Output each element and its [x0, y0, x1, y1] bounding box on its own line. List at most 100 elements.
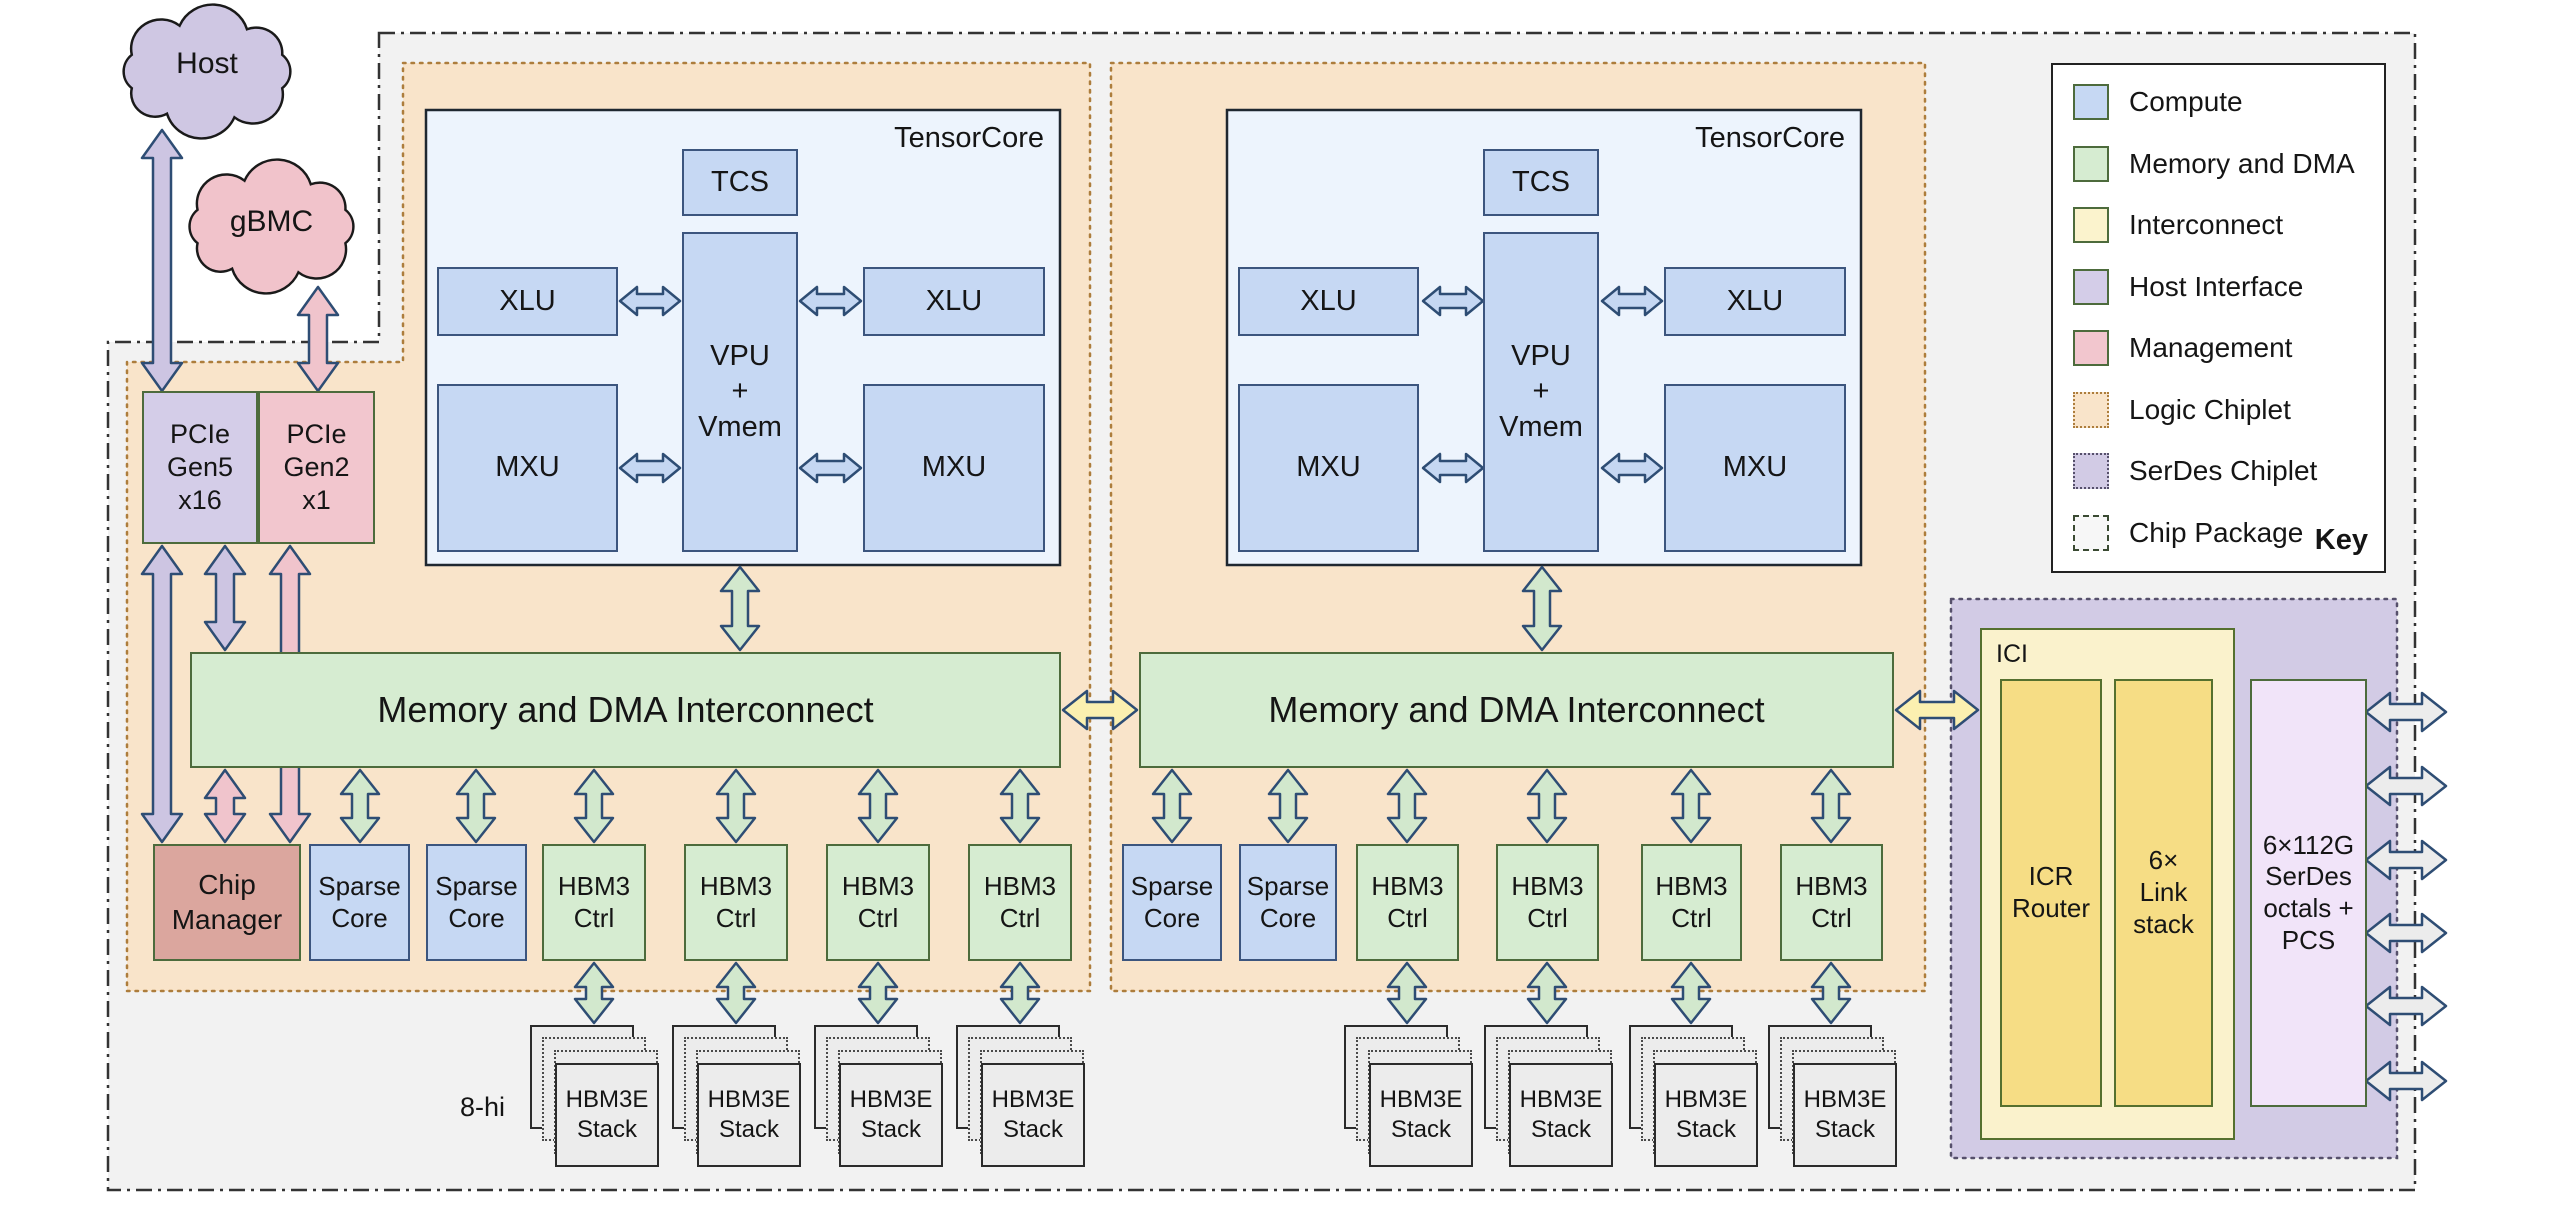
memory-dma-interconnect-1: Memory and DMA Interconnect: [190, 652, 1061, 768]
host-cloud-label: Host: [176, 47, 238, 80]
tcs-box: TCS: [682, 149, 798, 216]
arrow-vpu-mxu-icon: [798, 452, 863, 484]
sparse-core-box: Sparse Core: [309, 844, 410, 961]
xlu-box: XLU: [1238, 267, 1419, 336]
legend-item: Chip Package: [2073, 511, 2303, 555]
xlu-box: XLU: [1664, 267, 1846, 336]
hbm3-ctrl-box: HBM3 Ctrl: [968, 844, 1072, 961]
arrow-hbm-stack-icon: [573, 961, 615, 1025]
arrow-serdes-out-icon: [2364, 691, 2448, 733]
tensorcore-2: TensorCore TCS VPU + Vmem XLU XLU MXU MX…: [1227, 110, 1861, 565]
arrow-hbm-stack-icon: [1526, 961, 1568, 1025]
logic-chiplet-swatch-icon: [2073, 392, 2109, 428]
serdes-phy-box: 6×112G SerDes octals + PCS: [2250, 679, 2367, 1107]
hbm3e-stack-group: HBM3E Stack: [1768, 1025, 1900, 1171]
memory-dma-swatch-icon: [2073, 146, 2109, 182]
legend-item: Interconnect: [2073, 203, 2283, 247]
eight-hi-label: 8-hi: [459, 1092, 505, 1122]
xlu-box: XLU: [437, 267, 618, 336]
hbm3e-stack-front: HBM3E Stack: [1369, 1063, 1473, 1167]
arrow-interconnect-hbm-icon: [573, 768, 615, 844]
mxu-box: MXU: [437, 384, 618, 552]
vpu-vmem-box: VPU + Vmem: [682, 232, 798, 552]
vpu-vmem-box: VPU + Vmem: [1483, 232, 1599, 552]
arrow-serdes-out-icon: [2364, 765, 2448, 807]
arrow-vpu-xlu-icon: [1600, 285, 1664, 317]
arrow-serdes-out-icon: [2364, 985, 2448, 1027]
hbm3e-stack-front: HBM3E Stack: [1509, 1063, 1613, 1167]
arrow-interconnect-sparse-icon: [1267, 768, 1309, 844]
arrow-host-pcie-icon: [140, 128, 184, 393]
hbm3-ctrl-box: HBM3 Ctrl: [1641, 844, 1742, 961]
legend-item: Management: [2073, 326, 2292, 370]
hbm3e-stack-front: HBM3E Stack: [981, 1063, 1085, 1167]
arrow-hbm-stack-icon: [715, 961, 757, 1025]
hbm3e-stack-front: HBM3E Stack: [1654, 1063, 1758, 1167]
host-interface-swatch-icon: [2073, 269, 2109, 305]
tensorcore-1: TensorCore TCS VPU + Vmem XLU XLU MXU MX…: [426, 110, 1060, 565]
ici-label: ICI: [1996, 640, 2028, 668]
arrow-vpu-mxu-icon: [1600, 452, 1664, 484]
serdes-chiplet-swatch-icon: [2073, 453, 2109, 489]
arrow-interconnect-hbm-icon: [1386, 768, 1428, 844]
arrow-hbm-stack-icon: [1386, 961, 1428, 1025]
memory-dma-interconnect-2: Memory and DMA Interconnect: [1139, 652, 1894, 768]
pcie-gen5-box: PCIe Gen5 x16: [142, 391, 258, 544]
mxu-box: MXU: [863, 384, 1045, 552]
hbm3e-stack-group: HBM3E Stack: [672, 1025, 804, 1171]
sparse-core-box: Sparse Core: [1122, 844, 1222, 961]
arrow-interconnect-sparse-icon: [455, 768, 497, 844]
legend-item: Compute: [2073, 80, 2243, 124]
chip-manager-box: Chip Manager: [153, 844, 301, 961]
arrow-interconnect-chip-manager-icon: [203, 768, 247, 844]
arrow-hbm-stack-icon: [1810, 961, 1852, 1025]
hbm3-ctrl-box: HBM3 Ctrl: [1356, 844, 1459, 961]
mxu-box: MXU: [1238, 384, 1419, 552]
management-swatch-icon: [2073, 330, 2109, 366]
arrow-interconnect-hbm-icon: [1526, 768, 1568, 844]
arrow-hbm-stack-icon: [1670, 961, 1712, 1025]
legend-title: Key: [2314, 524, 2368, 556]
arrow-interconnect-hbm-icon: [1810, 768, 1852, 844]
arrow-interconnect-hbm-icon: [1670, 768, 1712, 844]
arrow-interconnect-hbm-icon: [715, 768, 757, 844]
hbm3e-stack-group: HBM3E Stack: [956, 1025, 1088, 1171]
arrow-mxu-vpu-icon: [618, 452, 682, 484]
gbmc-cloud-icon: [188, 158, 355, 295]
arrow-tensorcore-interconnect-icon: [719, 565, 761, 652]
legend: Compute Memory and DMA Interconnect Host…: [2051, 63, 2386, 573]
arrow-interconnect-hbm-icon: [857, 768, 899, 844]
legend-item: Memory and DMA: [2073, 142, 2355, 186]
hbm3e-stack-front: HBM3E Stack: [1793, 1063, 1897, 1167]
arrow-hbm-stack-icon: [999, 961, 1041, 1025]
hbm3e-stack-front: HBM3E Stack: [839, 1063, 943, 1167]
arrow-interconnect-sparse-icon: [1151, 768, 1193, 844]
legend-item: Logic Chiplet: [2073, 388, 2291, 432]
compute-swatch-icon: [2073, 84, 2109, 120]
tensorcore-title: TensorCore: [1695, 122, 1845, 154]
hbm3-ctrl-box: HBM3 Ctrl: [542, 844, 646, 961]
arrow-interconnect-ici-icon: [1894, 689, 1980, 731]
host-cloud-icon: [122, 3, 292, 140]
arrow-pcie-interconnect-icon: [203, 544, 247, 652]
arrow-interconnect-interconnect-icon: [1061, 689, 1139, 731]
arrow-xlu-vpu-icon: [618, 285, 682, 317]
hbm3e-stack-group: HBM3E Stack: [530, 1025, 662, 1171]
legend-item: Host Interface: [2073, 265, 2303, 309]
gbmc-cloud-label: gBMC: [229, 205, 314, 238]
arrow-interconnect-sparse-icon: [339, 768, 381, 844]
arrow-serdes-out-icon: [2364, 839, 2448, 881]
hbm3e-stack-front: HBM3E Stack: [697, 1063, 801, 1167]
hbm3e-stack-group: HBM3E Stack: [1484, 1025, 1616, 1171]
pcie-gen2-box: PCIe Gen2 x1: [258, 391, 375, 544]
hbm3e-stack-group: HBM3E Stack: [1344, 1025, 1476, 1171]
arrow-vpu-xlu-icon: [798, 285, 863, 317]
sparse-core-box: Sparse Core: [426, 844, 527, 961]
arrow-serdes-out-icon: [2364, 912, 2448, 954]
chip-package-swatch-icon: [2073, 515, 2109, 551]
hbm3-ctrl-box: HBM3 Ctrl: [1780, 844, 1883, 961]
xlu-box: XLU: [863, 267, 1045, 336]
hbm3-ctrl-box: HBM3 Ctrl: [684, 844, 788, 961]
